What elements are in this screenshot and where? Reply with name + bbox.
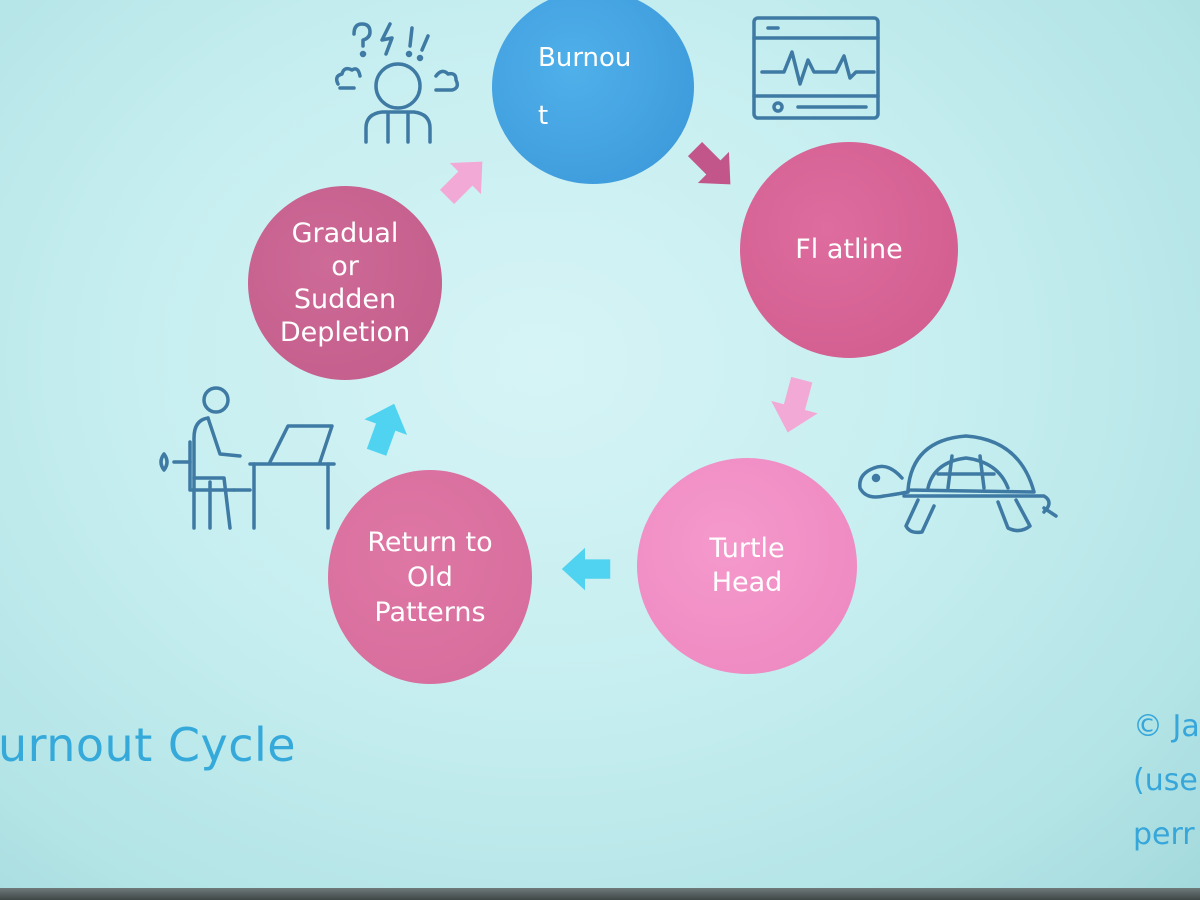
credit-line-2: (use <box>1133 763 1198 798</box>
return-label-line-1: Return to <box>367 526 493 558</box>
arrow-gradual-to-burnout <box>439 161 483 205</box>
return-label-line-2: Old <box>407 561 453 593</box>
arrow-flatline-to-turtle <box>771 376 818 433</box>
turtle-head-node: Turtle Head <box>637 458 857 674</box>
arrow-return-to-gradual <box>364 403 408 456</box>
person-at-desk-icon <box>159 386 336 530</box>
gradual-or-sudden-depletion-node: Gradual or Sudden Depletion <box>248 186 442 380</box>
copyright-credit: © Ja (use perr <box>1133 700 1200 862</box>
gradual-label-line-2: or <box>331 251 359 282</box>
turtle-icon <box>858 434 1058 535</box>
burnout-label-line-2: t <box>538 101 549 131</box>
burnout-label-line-1: Burnou <box>538 43 632 73</box>
slide-title: urnout Cycle <box>0 718 297 772</box>
credit-line-3: perr <box>1133 817 1195 852</box>
turtle-head-label-line-2: Head <box>711 567 783 598</box>
credit-line-1: © Ja <box>1133 709 1200 744</box>
screen-bottom-edge <box>0 888 1200 900</box>
gradual-label-line-3: Sudden <box>293 284 397 315</box>
flatline-node: Fl atline <box>740 142 958 358</box>
gradual-label-line-1: Gradual <box>291 218 399 249</box>
arrow-burnout-to-flatline <box>687 141 731 185</box>
turtle-head-label-line-1: Turtle <box>709 533 785 564</box>
flatline-label: Fl atline <box>795 234 903 265</box>
heart-monitor-icon <box>752 16 880 120</box>
arrow-turtle-to-return <box>561 547 611 591</box>
return-label-line-3: Patterns <box>374 596 486 628</box>
stressed-person-icon <box>334 22 460 144</box>
gradual-label-line-4: Depletion <box>279 317 411 348</box>
burnout-node: Burnou t <box>492 0 694 184</box>
return-to-old-patterns-node: Return to Old Patterns <box>328 470 532 684</box>
